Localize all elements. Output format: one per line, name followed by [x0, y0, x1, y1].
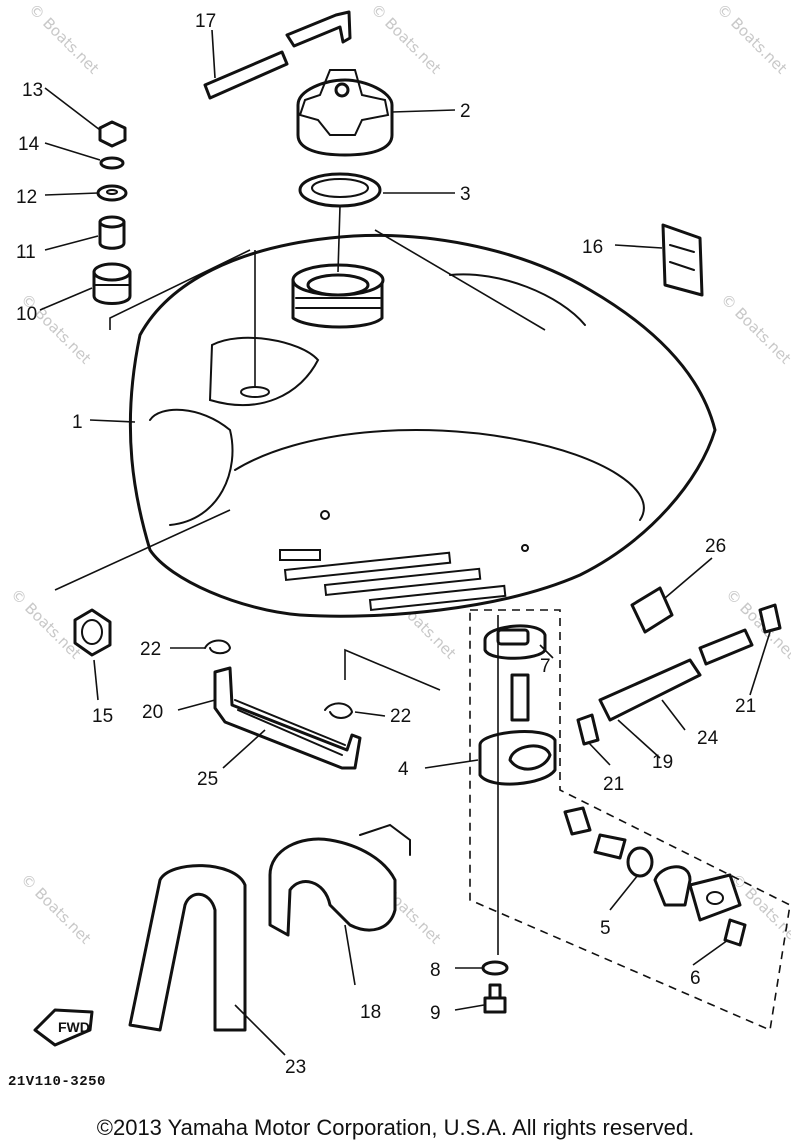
- part-number-label: 22: [390, 706, 411, 727]
- fuel-cap[interactable]: [296, 69, 394, 157]
- diagram-code: 21V110-3250: [8, 1074, 106, 1090]
- rear-damper[interactable]: [73, 608, 112, 657]
- part-number-label: 15: [92, 706, 113, 727]
- petcock-spring[interactable]: [593, 833, 627, 860]
- washer[interactable]: [96, 184, 128, 202]
- callout-labels: 1 2 3 4 5 6 7 8 9 10 11 12 13 14 15 16 1…: [16, 11, 756, 1078]
- watermark: © Boats.net: [17, 290, 95, 368]
- part-number-label: 11: [16, 242, 36, 263]
- watermark: © Boats.net: [17, 870, 95, 948]
- watermark: © Boats.net: [713, 0, 791, 78]
- part-number-label: 3: [460, 184, 471, 205]
- part-number-label: 10: [16, 304, 37, 325]
- watermark: © Boats.net: [7, 585, 85, 663]
- fwd-arrow-icon: FWD: [33, 1008, 94, 1047]
- damper[interactable]: [92, 262, 132, 305]
- watermark: © Boats.net: [25, 0, 103, 78]
- part-number-label: 17: [195, 11, 216, 32]
- part-number-label: 14: [18, 134, 40, 155]
- part-number-label: 2: [460, 101, 471, 122]
- collar[interactable]: [98, 215, 126, 250]
- hose-clamp-lower[interactable]: [576, 713, 600, 746]
- part-number-label: 26: [705, 536, 726, 557]
- part-number-label: 4: [398, 759, 409, 780]
- spring-washer[interactable]: [99, 156, 125, 170]
- part-number-label: 21: [735, 696, 756, 717]
- petcock-screw[interactable]: [723, 918, 747, 947]
- drain-washer[interactable]: [481, 960, 509, 976]
- main-fuel-hose[interactable]: [698, 628, 754, 666]
- part-number-label: 12: [16, 187, 37, 208]
- fuel-cock-assembly: [469, 609, 791, 1032]
- part-number-label: 24: [697, 728, 719, 749]
- nut[interactable]: [98, 120, 127, 148]
- hose-clip[interactable]: [204, 639, 232, 655]
- petcock-cap[interactable]: [563, 806, 592, 836]
- petcock-lever[interactable]: [653, 865, 692, 907]
- part-number-label: 20: [142, 702, 163, 723]
- part-number-label: 22: [140, 639, 161, 660]
- fuel-tank[interactable]: [128, 233, 717, 618]
- watermark: © Boats.net: [717, 290, 791, 368]
- part-number-label: 21: [603, 774, 624, 795]
- part-number-label: 16: [582, 237, 603, 258]
- part-number-label: 23: [285, 1057, 306, 1078]
- damper-plate[interactable]: [661, 223, 704, 297]
- part-number-label: 18: [360, 1002, 381, 1023]
- petcock-gasket[interactable]: [626, 846, 654, 878]
- part-number-label: 25: [197, 769, 218, 790]
- part-number-label: 7: [540, 656, 551, 677]
- hose-clamp-upper[interactable]: [758, 603, 782, 634]
- part-number-label: 1: [72, 412, 83, 433]
- vent-hose[interactable]: [203, 10, 352, 100]
- leader-lines: [39, 29, 771, 1056]
- sub-fuel-hose[interactable]: [598, 658, 702, 722]
- parts-diagram: © Boats.net © Boats.net © Boats.net © Bo…: [7, 0, 791, 1078]
- part-number-label: 6: [690, 968, 701, 989]
- hose-clip[interactable]: [324, 702, 354, 719]
- fuel-hose[interactable]: [213, 666, 362, 770]
- part-number-label: 8: [430, 960, 441, 981]
- cap-gasket[interactable]: [298, 172, 382, 208]
- watermark: © Boats.net: [367, 0, 445, 78]
- part-number-label: 13: [22, 80, 43, 101]
- fwd-label: FWD: [58, 1019, 90, 1035]
- part-number-label: 19: [652, 752, 673, 773]
- tank-strap[interactable]: [128, 864, 247, 1032]
- part-number-label: 9: [430, 1003, 441, 1024]
- part-number-label: 5: [600, 918, 611, 939]
- vacuum-valve[interactable]: [630, 586, 674, 634]
- petcock-plate[interactable]: [688, 873, 742, 922]
- copyright-notice: ©2013 Yamaha Motor Corporation, U.S.A. A…: [96, 1115, 695, 1140]
- drain-bolt[interactable]: [483, 983, 507, 1014]
- tank-cushion[interactable]: [268, 823, 411, 937]
